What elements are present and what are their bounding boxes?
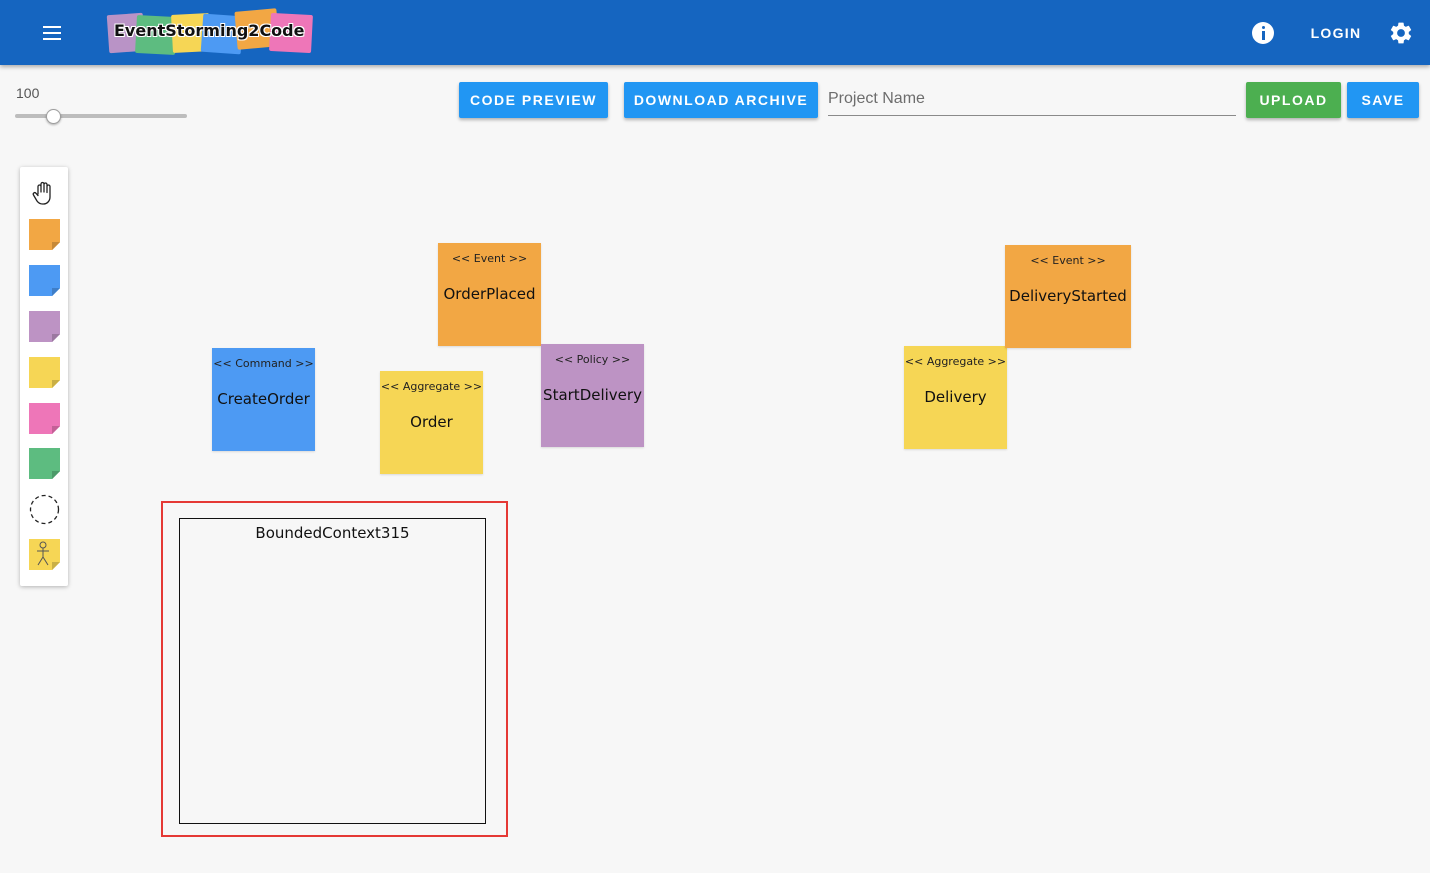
- app-bar: EventStorming2Code LOGIN: [0, 0, 1430, 65]
- sticky-name: OrderPlaced: [443, 285, 536, 303]
- event-sticky[interactable]: [29, 219, 60, 250]
- bounded-context[interactable]: BoundedContext315: [179, 518, 486, 824]
- hand-icon[interactable]: [29, 178, 60, 209]
- upload-button[interactable]: UPLOAD: [1246, 82, 1341, 118]
- download-archive-button[interactable]: DOWNLOAD ARCHIVE: [624, 82, 818, 118]
- menu-icon[interactable]: [34, 16, 70, 50]
- command-sticky-note[interactable]: << Command >> CreateOrder: [212, 348, 315, 451]
- sticky-stereotype: << Event >>: [451, 252, 528, 265]
- selection-outline: [161, 501, 508, 837]
- aggregate-sticky-note[interactable]: << Aggregate >> Order: [380, 371, 483, 474]
- login-button[interactable]: LOGIN: [1310, 25, 1362, 41]
- zoom-value: 100: [16, 85, 40, 101]
- sticky-name: Order: [410, 413, 453, 431]
- sticky-stereotype: << Event >>: [1030, 254, 1106, 267]
- gear-icon[interactable]: [1388, 20, 1414, 46]
- logo-text: EventStorming2Code: [114, 21, 305, 40]
- bounded-context-icon[interactable]: [29, 494, 60, 525]
- save-button[interactable]: SAVE: [1347, 82, 1419, 118]
- project-name-input[interactable]: [828, 82, 1236, 116]
- event-sticky-note[interactable]: << Event >> DeliveryStarted: [1005, 245, 1131, 348]
- aggregate-sticky[interactable]: [29, 357, 60, 388]
- sticky-stereotype: << Policy >>: [554, 353, 631, 366]
- external-sticky[interactable]: [29, 403, 60, 434]
- actor-sticky[interactable]: [29, 539, 60, 570]
- command-sticky[interactable]: [29, 265, 60, 296]
- slider-thumb[interactable]: [46, 109, 61, 124]
- slider-track: [15, 114, 187, 118]
- sticky-stereotype: << Command >>: [213, 357, 314, 370]
- sticky-name: DeliveryStarted: [1009, 287, 1127, 305]
- code-preview-button[interactable]: CODE PREVIEW: [459, 82, 608, 118]
- app-logo: EventStorming2Code: [106, 8, 314, 56]
- readmodel-sticky[interactable]: [29, 448, 60, 479]
- sticky-name: Delivery: [924, 388, 987, 406]
- sticky-name: CreateOrder: [217, 390, 310, 408]
- sticky-stereotype: << Aggregate >>: [380, 380, 483, 393]
- policy-sticky-note[interactable]: << Policy >> StartDelivery: [541, 344, 644, 447]
- info-icon[interactable]: [1252, 22, 1274, 44]
- aggregate-sticky-note[interactable]: << Aggregate >> Delivery: [904, 346, 1007, 449]
- bounded-context-title: BoundedContext315: [255, 524, 410, 542]
- zoom-slider[interactable]: [15, 106, 187, 126]
- sticky-palette: [20, 167, 68, 586]
- sticky-stereotype: << Aggregate >>: [904, 355, 1007, 368]
- policy-sticky[interactable]: [29, 311, 60, 342]
- sticky-name: StartDelivery: [543, 386, 642, 404]
- event-sticky-note[interactable]: << Event >> OrderPlaced: [438, 243, 541, 346]
